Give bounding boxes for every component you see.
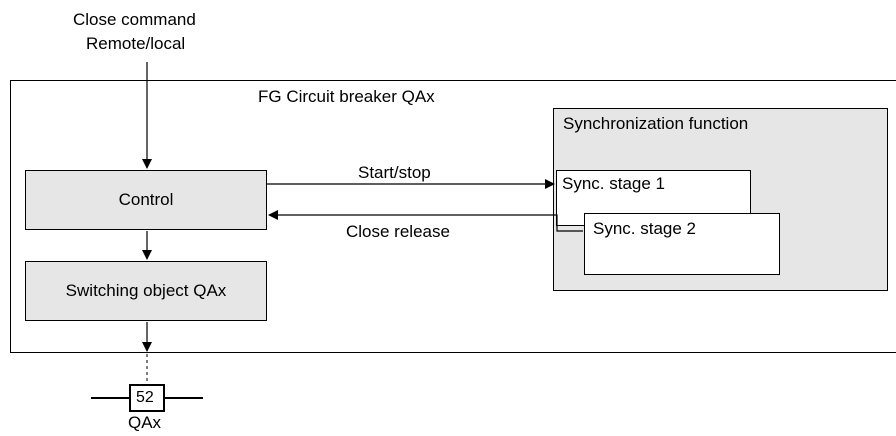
remote-local-label: Remote/local xyxy=(86,34,186,53)
function-group-name: Circuit breaker QAx xyxy=(286,87,435,106)
start-stop-label: Start/stop xyxy=(358,163,431,182)
close-command-label: Close command xyxy=(73,10,196,29)
control-block[interactable]: Control xyxy=(25,170,267,230)
breaker-number: 52 xyxy=(136,389,154,406)
close-release-line xyxy=(268,210,583,232)
breaker-label: QAx xyxy=(128,413,162,432)
function-group-title: FG Circuit breaker QAx xyxy=(258,87,435,107)
synchronization-function-title: Synchronization function xyxy=(563,114,749,133)
breaker-symbol-box xyxy=(129,384,165,412)
sync-stage-2-block[interactable] xyxy=(584,213,780,275)
function-group-prefix: FG xyxy=(258,87,282,106)
switching-object-block[interactable]: Switching object QAx xyxy=(25,261,267,321)
switching-object-label: Switching object QAx xyxy=(65,281,227,300)
close-release-label: Close release xyxy=(346,222,450,241)
sync-stage-1-label: Sync. stage 1 xyxy=(562,174,666,193)
sync-stage-2-label: Sync. stage 2 xyxy=(593,219,697,238)
control-label: Control xyxy=(118,190,174,209)
close-release-arrow xyxy=(269,215,583,231)
